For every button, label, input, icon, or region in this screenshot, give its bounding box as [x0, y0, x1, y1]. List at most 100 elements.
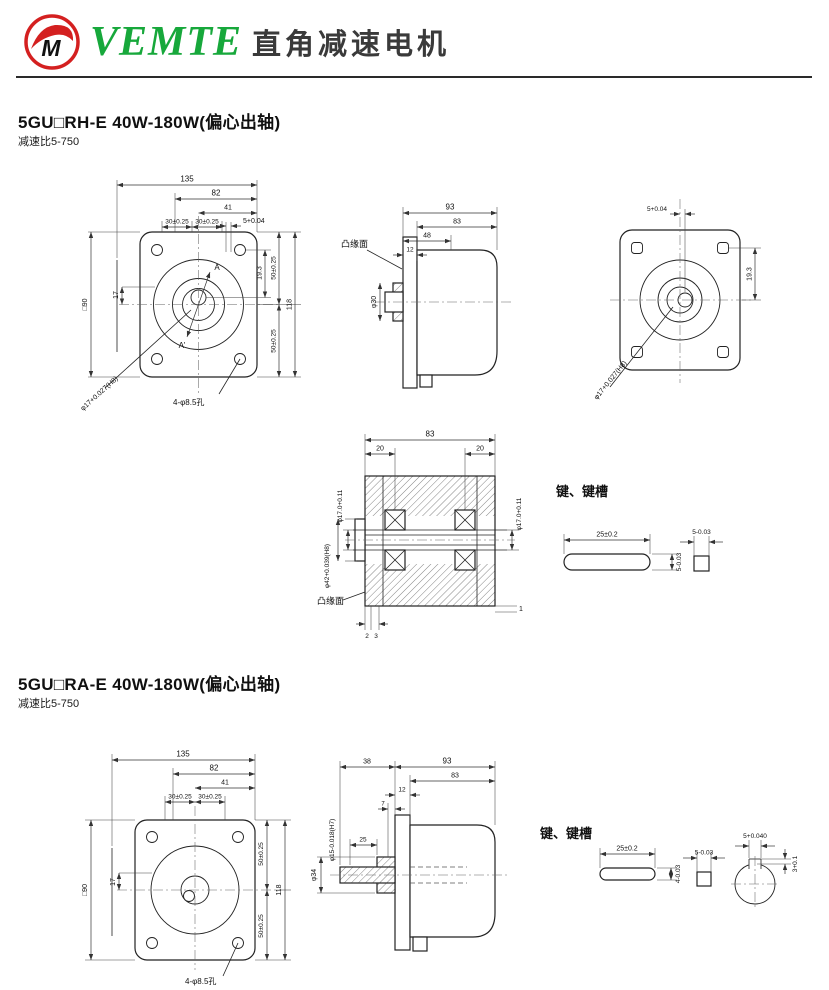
key-profile: [563, 553, 651, 571]
dim-19.3: 19.3: [257, 266, 264, 280]
eccentric-pin-circle: [183, 890, 195, 902]
dim-bolt-holes: 4-φ8.5孔: [185, 977, 216, 986]
rh-side-dimensions: 93 83 48 12 凸缘面 φ30: [341, 203, 497, 321]
dim-82: 82: [212, 189, 221, 198]
logo-wing-shape: [31, 24, 74, 49]
dim-41: 41: [221, 780, 229, 787]
dim-20-right: 20: [476, 446, 484, 453]
bolt-hole: [151, 244, 163, 256]
ra-front-geometry: [111, 806, 279, 970]
section2-title: 5GU□RA-E 40W-180W(偏心出轴): [18, 675, 281, 694]
dim-41: 41: [224, 205, 232, 212]
bearing-lower-left: [384, 549, 406, 571]
dim-bore-left: φ17.0+0.11: [337, 489, 344, 522]
key-section-square: [693, 555, 710, 572]
ra-front-view: 135 82 41 30±0.25 30±0.25 □90 17 50±0.25…: [82, 750, 291, 986]
ra-key-extension-lines: [599, 840, 791, 881]
dim-135: 135: [176, 750, 190, 759]
dim-phi34: φ34: [311, 869, 318, 881]
bolt-hole: [146, 937, 158, 949]
rh-key-dimensions: 25±0.2 5-0.03 5-0.03: [564, 529, 723, 571]
header-divider: [16, 76, 812, 78]
flange-plate: [394, 814, 411, 951]
key-profile: [599, 867, 656, 881]
brand-name: VEMTE: [90, 19, 243, 65]
dim-135: 135: [180, 175, 194, 184]
dim-key-width: 5-0.03: [692, 529, 711, 536]
dim-48: 48: [423, 233, 431, 240]
dim-key-height: 5-0.03: [676, 552, 683, 571]
ra-key-dimensions: 25±0.2 4-0.03 5-0.03 5+0.040 3+0.1: [600, 833, 799, 883]
ra-side-view: 38 93 83 12 7 25 φ15-0.018(H7) φ34: [311, 757, 510, 952]
dim-7: 7: [381, 802, 385, 808]
label-flange-face: 凸缘面: [341, 238, 368, 249]
dim-38: 38: [363, 759, 371, 766]
dim-bolt-holes: 4-φ8.5孔: [173, 398, 204, 407]
rh-key-detail: 键、键槽 25±0.2 5-0.03 5-0.03: [555, 484, 723, 572]
dim-25: 25: [359, 837, 367, 844]
dim-key-width: 5-0.03: [695, 850, 714, 857]
page-header: M VEMTE 直角减速电机: [22, 12, 450, 72]
dim-key-height: 4-0.03: [675, 864, 682, 883]
bearing-upper-left: [384, 509, 406, 531]
bolt-hole: [631, 242, 643, 254]
dim-50-upper: 50±0.25: [258, 842, 265, 866]
dim-82: 82: [210, 764, 219, 773]
dim-keyway-width: 5+0.040: [743, 833, 767, 840]
dim-12: 12: [406, 247, 414, 254]
rh-side-view: 93 83 48 12 凸缘面 φ30: [341, 203, 513, 389]
rh-xsection-dimensions: 83 20 20 φ17.0+0.11 φ42+0.039(H8) φ17.0+…: [317, 430, 523, 641]
ra-front-extension-lines: [85, 754, 291, 961]
dim-square-90: □90: [82, 884, 89, 896]
ra-side-extension-lines: [317, 761, 496, 894]
dim-50-upper: 50±0.25: [271, 256, 278, 280]
dim-keyway-depth: 3+0.1: [792, 855, 799, 872]
brand-logo: M: [24, 14, 80, 70]
section2-subtitle: 减速比5-750: [18, 698, 80, 710]
section-label-A: A: [214, 263, 220, 272]
bolt-hole: [232, 831, 244, 843]
bolt-hole: [146, 831, 158, 843]
bolt-hole: [717, 242, 729, 254]
dim-30b: 30±0.25: [195, 219, 219, 226]
key-section-square: [696, 871, 712, 887]
dim-83: 83: [426, 430, 435, 439]
logo-letter: M: [41, 35, 61, 61]
dim-50-lower: 50±0.25: [271, 329, 278, 353]
dim-sha​ft-bore: φ17+0.027(H8): [593, 360, 628, 401]
key-detail-title: 键、键槽: [555, 484, 608, 499]
section1-subtitle: 减速比5-750: [18, 136, 80, 148]
rh-xsection-geometry: [345, 475, 515, 607]
dim-gap-1: 1: [519, 606, 523, 613]
rh-front-geometry: [116, 216, 280, 394]
dim-key-length: 25±0.2: [616, 846, 637, 853]
ra-side-geometry: [330, 814, 510, 952]
rh-side-geometry: [375, 236, 513, 389]
dim-key-length: 25±0.2: [596, 532, 617, 539]
dim-30b: 30±0.25: [198, 794, 222, 801]
dim-gap-2: 2: [365, 633, 369, 640]
dim-118: 118: [276, 884, 283, 895]
dim-83: 83: [453, 219, 461, 226]
dim-gap-3: 3: [374, 633, 378, 640]
dim-30a: 30±0.25: [168, 794, 192, 801]
rh-cross-section: 83 20 20 φ17.0+0.11 φ42+0.039(H8) φ17.0+…: [317, 430, 523, 641]
dim-eccentric-offset: 5+0.04: [647, 206, 667, 213]
dim-50-lower: 50±0.25: [258, 914, 265, 938]
ra-front-dimensions: 135 82 41 30±0.25 30±0.25 □90 17 50±0.25…: [82, 750, 288, 986]
page-title: 直角减速电机: [252, 29, 451, 61]
mounting-foot: [419, 374, 433, 388]
bolt-hole: [151, 353, 163, 365]
dim-phi30: φ30: [371, 296, 378, 308]
ra-side-dimensions: 38 93 83 12 7 25 φ15-0.018(H7) φ34: [311, 757, 495, 893]
dim-phi42: φ42+0.039(H8): [324, 544, 331, 588]
mounting-foot: [412, 936, 428, 952]
bolt-hole: [717, 346, 729, 358]
dim-93: 93: [446, 203, 455, 212]
ra-key-detail: 键、键槽 25±0.2 4-0.03: [539, 826, 799, 910]
dim-eccentric-offset: 5+0.04: [243, 218, 265, 225]
section1-title: 5GU□RH-E 40W-180W(偏心出轴): [18, 113, 281, 132]
dim-118: 118: [287, 299, 294, 310]
key-detail-title: 键、键槽: [539, 826, 592, 841]
